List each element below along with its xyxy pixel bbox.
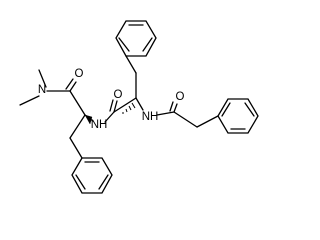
atom-label-amide-oxygen-right: O	[176, 91, 185, 103]
bond-carbonyl-mid-o	[113, 100, 118, 113]
bond-carbonyl-mid-alpha	[113, 97, 137, 113]
bond-carbonyl-right-ch2	[173, 111, 198, 128]
bond-carbonyl-right-o	[173, 103, 178, 113]
hashed-bond-right-alpha	[122, 102, 136, 114]
bond-nh-carbonyl-mid	[104, 111, 115, 123]
atom-label-dimethylamide-nitrogen: N	[38, 84, 46, 96]
stereo-bonds	[84, 102, 136, 125]
bond-nh-carbonyl-right	[156, 111, 175, 116]
bond-ch2-left-ring	[69, 137, 83, 159]
atom-label-amide-oxygen-middle: O	[114, 89, 123, 101]
bond-ch2-right-phenyl	[196, 115, 219, 128]
phenyl-ring-bottom	[71, 157, 113, 194]
atom-labels: N O NH O NH O	[38, 68, 185, 131]
bond-carbonyl-left-o	[69, 81, 77, 92]
bond-methyl-upper	[38, 69, 47, 88]
bond-carbonyl-left-alpha	[69, 90, 86, 116]
bond-carbonyl-right-o-double	[169, 101, 174, 112]
bond-carbonyl-left-o-double	[65, 78, 74, 90]
wedge-bond-left-alpha	[84, 114, 93, 125]
atom-label-amide-nitrogen-left: NH	[91, 119, 108, 131]
phenyl-ring-right	[217, 98, 259, 134]
bond-methyl-lower	[19, 95, 40, 106]
bond-ch2-right-ring	[125, 55, 137, 74]
bond-carbonyl-mid-o-double	[109, 99, 114, 112]
bond-alpha-left-ch2	[69, 114, 86, 139]
atom-label-amide-nitrogen-right: NH	[142, 111, 159, 123]
bond-alpha-right-nh	[135, 97, 144, 111]
chemical-structure: N O NH O NH O	[19, 20, 259, 194]
atom-label-dimethylamide-oxygen: O	[75, 68, 84, 80]
phenyl-ring-top	[115, 20, 157, 57]
bond-network	[19, 55, 219, 159]
